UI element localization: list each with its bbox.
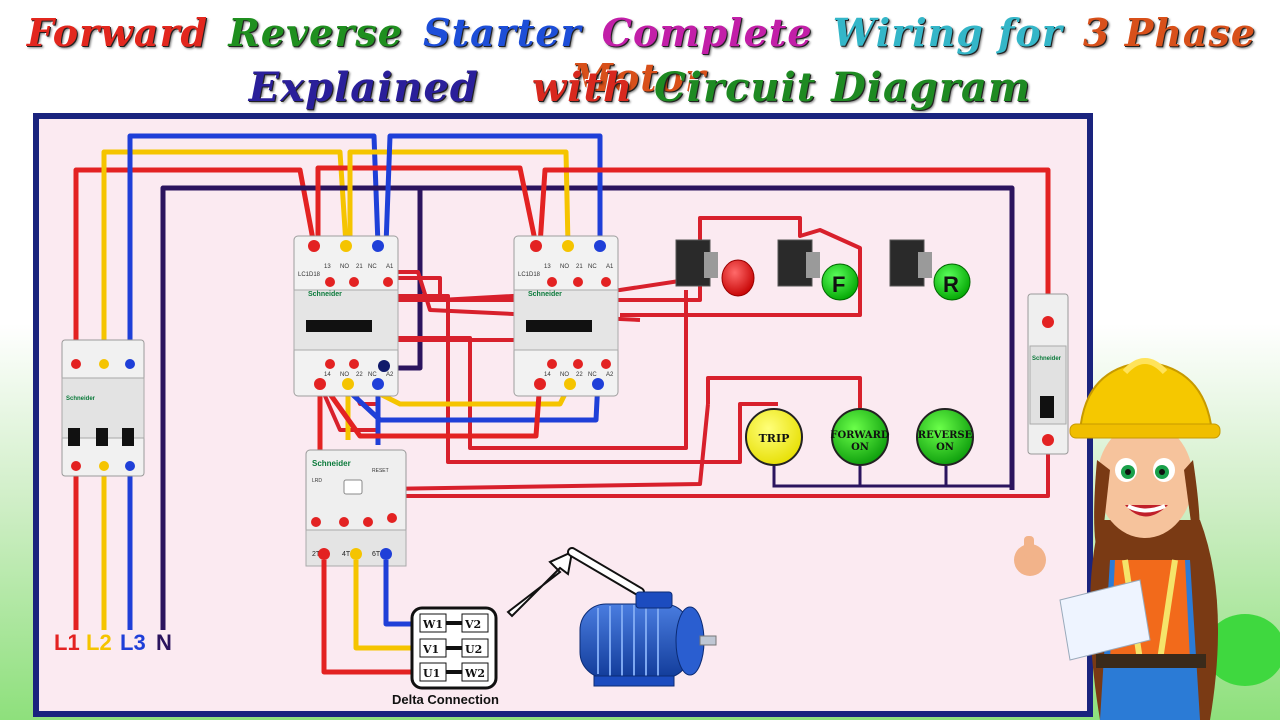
terminal-w2: W2 xyxy=(464,667,485,680)
cf-bottom-terminal: A2 xyxy=(386,372,394,378)
lamp-reverse-label-2: ON xyxy=(936,442,954,453)
mcb-3-pole: Schneider xyxy=(61,339,145,477)
page-title-line-2: Explained with Circuit Diagram xyxy=(0,64,1280,111)
terminal-w1: W1 xyxy=(422,618,443,631)
wire-l2-in xyxy=(101,149,349,350)
lamp-neutral-wire xyxy=(772,466,1012,488)
cr-top-terminal: 21 xyxy=(576,264,583,270)
diagram-board xyxy=(33,113,1093,717)
stop-button[interactable] xyxy=(675,239,755,297)
cf-top-terminal: NC xyxy=(368,264,377,270)
title-word-5: Wiring for xyxy=(832,10,1063,55)
wire-rev-l3 xyxy=(383,133,603,246)
lamp-forward-label-1: FORWARD xyxy=(830,430,890,441)
wire-rev-l2 xyxy=(347,149,571,246)
label-l3: L3 xyxy=(120,630,146,655)
cr-top-terminal: NO xyxy=(560,264,569,270)
cf-top-terminal: NO xyxy=(340,264,349,270)
cr-top-terminal: NC xyxy=(588,264,597,270)
contactor-forward-model: LC1D18 xyxy=(298,272,321,278)
terminal-u2: U2 xyxy=(465,643,482,656)
cf-top-terminal: 13 xyxy=(324,264,331,270)
title-word-2: Reverse xyxy=(228,10,403,55)
cr-bottom-terminal: 14 xyxy=(544,372,551,378)
cr-bottom-terminal: 22 xyxy=(576,372,583,378)
label-l1: L1 xyxy=(54,630,80,655)
title-word-1: Forward xyxy=(26,10,209,55)
title-word-8: with xyxy=(531,64,634,111)
cr-bottom-terminal: NC xyxy=(588,372,597,378)
lamp-reverse-on: REVERSE ON xyxy=(916,408,974,466)
cf-bottom-terminal: NC xyxy=(368,372,377,378)
reverse-button[interactable]: R xyxy=(889,239,971,301)
title-word-3: Starter xyxy=(423,10,582,55)
lamp-forward-label-2: ON xyxy=(851,442,869,453)
overload-relay: Schneider RESET LRD 2T1 4T2 6T3 xyxy=(305,449,407,567)
delta-connection-label: Delta Connection xyxy=(392,692,499,707)
cr-bottom-terminal: A2 xyxy=(606,372,614,378)
terminal-v1: V1 xyxy=(422,643,439,656)
lamp-trip: TRIP xyxy=(745,408,803,466)
wire-n xyxy=(160,185,1015,630)
supply-wires xyxy=(73,133,1051,630)
lamp-trip-label: TRIP xyxy=(759,432,790,445)
label-l2: L2 xyxy=(86,630,112,655)
title-word-7: Explained xyxy=(248,64,479,111)
arrow-icon xyxy=(506,547,645,618)
terminal-u1: U1 xyxy=(423,667,440,680)
cr-top-terminal: 13 xyxy=(544,264,551,270)
contactor-forward-brand: Schneider xyxy=(308,291,342,298)
overload-terminal: 4T2 xyxy=(342,551,354,558)
mcb-brand: Schneider xyxy=(66,396,96,402)
overload-brand: Schneider xyxy=(312,459,351,468)
overload-reset-label: RESET xyxy=(372,468,389,474)
contactor-reverse-brand: Schneider xyxy=(528,291,562,298)
forward-button[interactable]: F xyxy=(777,239,859,301)
label-n: N xyxy=(156,630,172,655)
cf-top-terminal: A1 xyxy=(386,264,394,270)
contactor-reverse: LC1D18 Schneider 13 NO 21 NC A1 14 NO 22… xyxy=(513,235,619,397)
mcb-single-pole: Schneider xyxy=(1027,293,1069,455)
cf-top-terminal: 21 xyxy=(356,264,363,270)
title-word-6: 3 Phase Motor xyxy=(570,10,1257,100)
cr-top-terminal: A1 xyxy=(606,264,614,270)
cf-bottom-terminal: NO xyxy=(340,372,349,378)
lamp-reverse-label-1: REVERSE xyxy=(918,430,973,441)
cr-bottom-terminal: NO xyxy=(560,372,569,378)
forward-button-label: F xyxy=(832,272,845,297)
cf-bottom-terminal: 14 xyxy=(324,372,331,378)
motor-icon xyxy=(579,591,717,687)
wire-ctl-l1 xyxy=(537,167,1051,320)
title-word-9: Circuit Diagram xyxy=(653,64,1032,111)
overload-terminal: 6T3 xyxy=(372,551,384,558)
motor-wires xyxy=(321,560,420,675)
overload-model: LRD xyxy=(312,478,322,484)
engineer-character-icon xyxy=(1014,358,1280,720)
contactor-forward: LC1D18 Schneider 13 NO 21 NC A1 14 NO 22… xyxy=(293,235,399,397)
page-title-line-1: Forward Reverse Starter Complete Wiring … xyxy=(0,10,1280,100)
title-word-4: Complete xyxy=(601,10,813,55)
reverse-button-label: R xyxy=(943,272,959,297)
cf-bottom-terminal: 22 xyxy=(356,372,363,378)
mcb-single-brand: Schneider xyxy=(1032,356,1062,362)
terminal-v2: V2 xyxy=(464,618,481,631)
wire-rev-l1 xyxy=(315,165,539,246)
wire-l1-in xyxy=(73,167,317,350)
terminal-box: W1 V2 V1 U2 U1 W2 xyxy=(410,606,498,690)
contactor-reverse-model: LC1D18 xyxy=(518,272,541,278)
lamp-forward-on: FORWARD ON xyxy=(830,408,890,466)
